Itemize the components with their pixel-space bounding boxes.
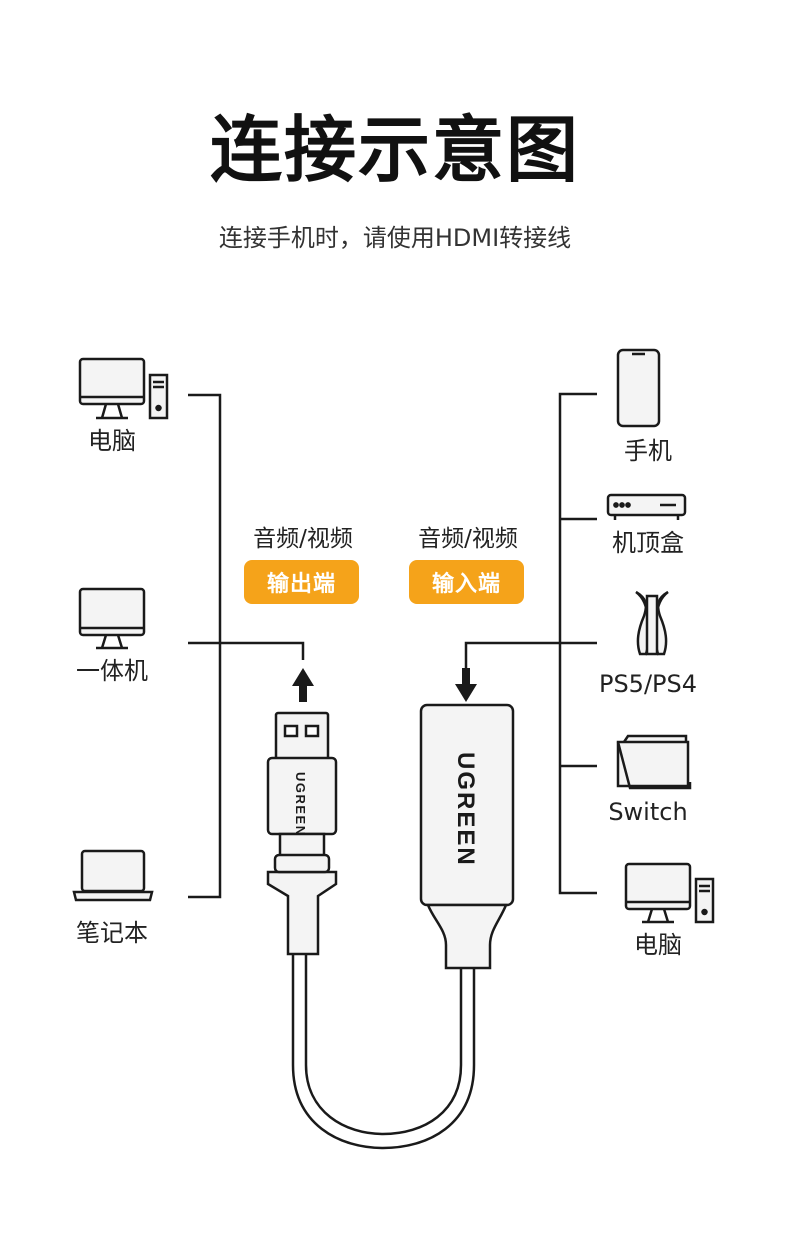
device-label-left-1: 一体机 [76, 657, 148, 685]
device-label-right-0: 手机 [624, 437, 672, 465]
desktop-computer-icon [624, 862, 715, 924]
input-port-badge: 输入端 [409, 560, 524, 604]
device-label-right-2: PS5/PS4 [598, 670, 698, 698]
device-label-left-2: 笔记本 [76, 919, 148, 947]
switch-console-icon [616, 734, 692, 790]
right-bracket-lines [464, 392, 597, 895]
left-bracket-lines [188, 393, 305, 899]
all-in-one-monitor-icon [78, 587, 146, 650]
desktop-computer-icon [78, 357, 169, 420]
adapter-cable [291, 955, 476, 1150]
device-label-right-3: Switch [608, 798, 688, 826]
usb-plug [266, 711, 338, 956]
device-label-right-4: 电脑 [634, 931, 682, 959]
output-port-badge: 输出端 [244, 560, 359, 604]
game-console-icon [635, 590, 669, 656]
set-top-box-icon [606, 493, 687, 520]
smartphone-icon [616, 348, 661, 428]
hdmi-adapter-body [419, 703, 515, 970]
input-port-caption: 音频/视频 [418, 526, 518, 552]
up-arrow-icon [292, 668, 314, 702]
device-label-left-0: 电脑 [88, 427, 136, 455]
hdmi-adapter-brand: UGREEN [452, 752, 479, 867]
laptop-icon [72, 849, 154, 902]
usb-plug-brand: UGREEN [293, 772, 308, 837]
output-port-caption: 音频/视频 [253, 526, 353, 552]
page-subtitle: 连接手机时，请使用HDMI转接线 [218, 224, 572, 252]
page-title: 连接示意图 [209, 108, 580, 192]
device-label-right-1: 机顶盒 [612, 529, 684, 557]
down-arrow-icon [455, 668, 477, 702]
